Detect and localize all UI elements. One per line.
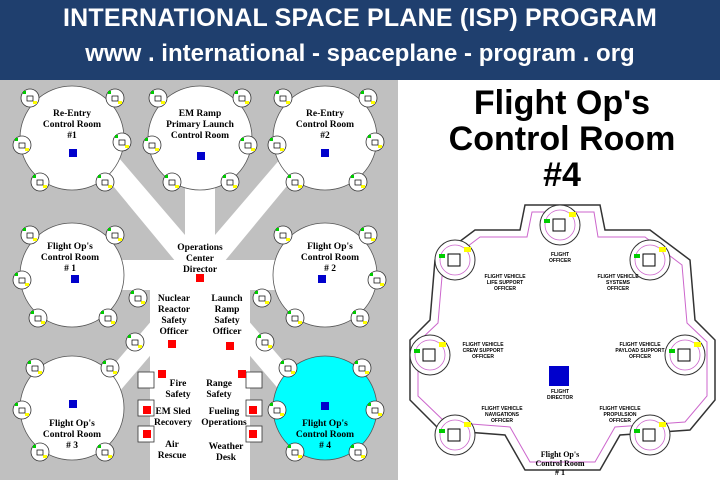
fop3-director-marker bbox=[69, 400, 77, 408]
reentry-1-director-marker bbox=[69, 149, 77, 157]
fop1-director-marker bbox=[71, 275, 79, 283]
launch-ramp-marker bbox=[226, 342, 234, 350]
console-crew-support bbox=[409, 334, 451, 376]
fire-marker bbox=[158, 370, 166, 378]
fop4-director-marker bbox=[321, 402, 329, 410]
control-rooms bbox=[19, 85, 378, 461]
reentry-2-director-marker bbox=[321, 149, 329, 157]
fueling-marker bbox=[249, 406, 257, 414]
program-url[interactable]: www . international - spaceplane - progr… bbox=[85, 40, 635, 67]
em-ramp-director-marker bbox=[197, 152, 205, 160]
director-markers bbox=[69, 149, 329, 410]
console-flight-officer bbox=[539, 204, 581, 246]
em-sled-marker bbox=[143, 406, 151, 414]
weather-marker bbox=[249, 430, 257, 438]
program-title: INTERNATIONAL SPACE PLANE (ISP) PROGRAM bbox=[63, 4, 657, 32]
range-marker bbox=[238, 370, 246, 378]
console-propulsion bbox=[629, 414, 671, 456]
air-rescue-marker bbox=[143, 430, 151, 438]
ops-director-marker bbox=[196, 274, 204, 282]
station-markers bbox=[143, 274, 257, 438]
flight-director-marker bbox=[549, 366, 569, 386]
nuclear-marker bbox=[168, 340, 176, 348]
fop2-director-marker bbox=[318, 275, 326, 283]
header-banner: INTERNATIONAL SPACE PLANE (ISP) PROGRAM … bbox=[0, 0, 720, 80]
console-navigations bbox=[434, 414, 476, 456]
console-payload-support bbox=[664, 334, 706, 376]
console-life-support bbox=[434, 239, 476, 281]
